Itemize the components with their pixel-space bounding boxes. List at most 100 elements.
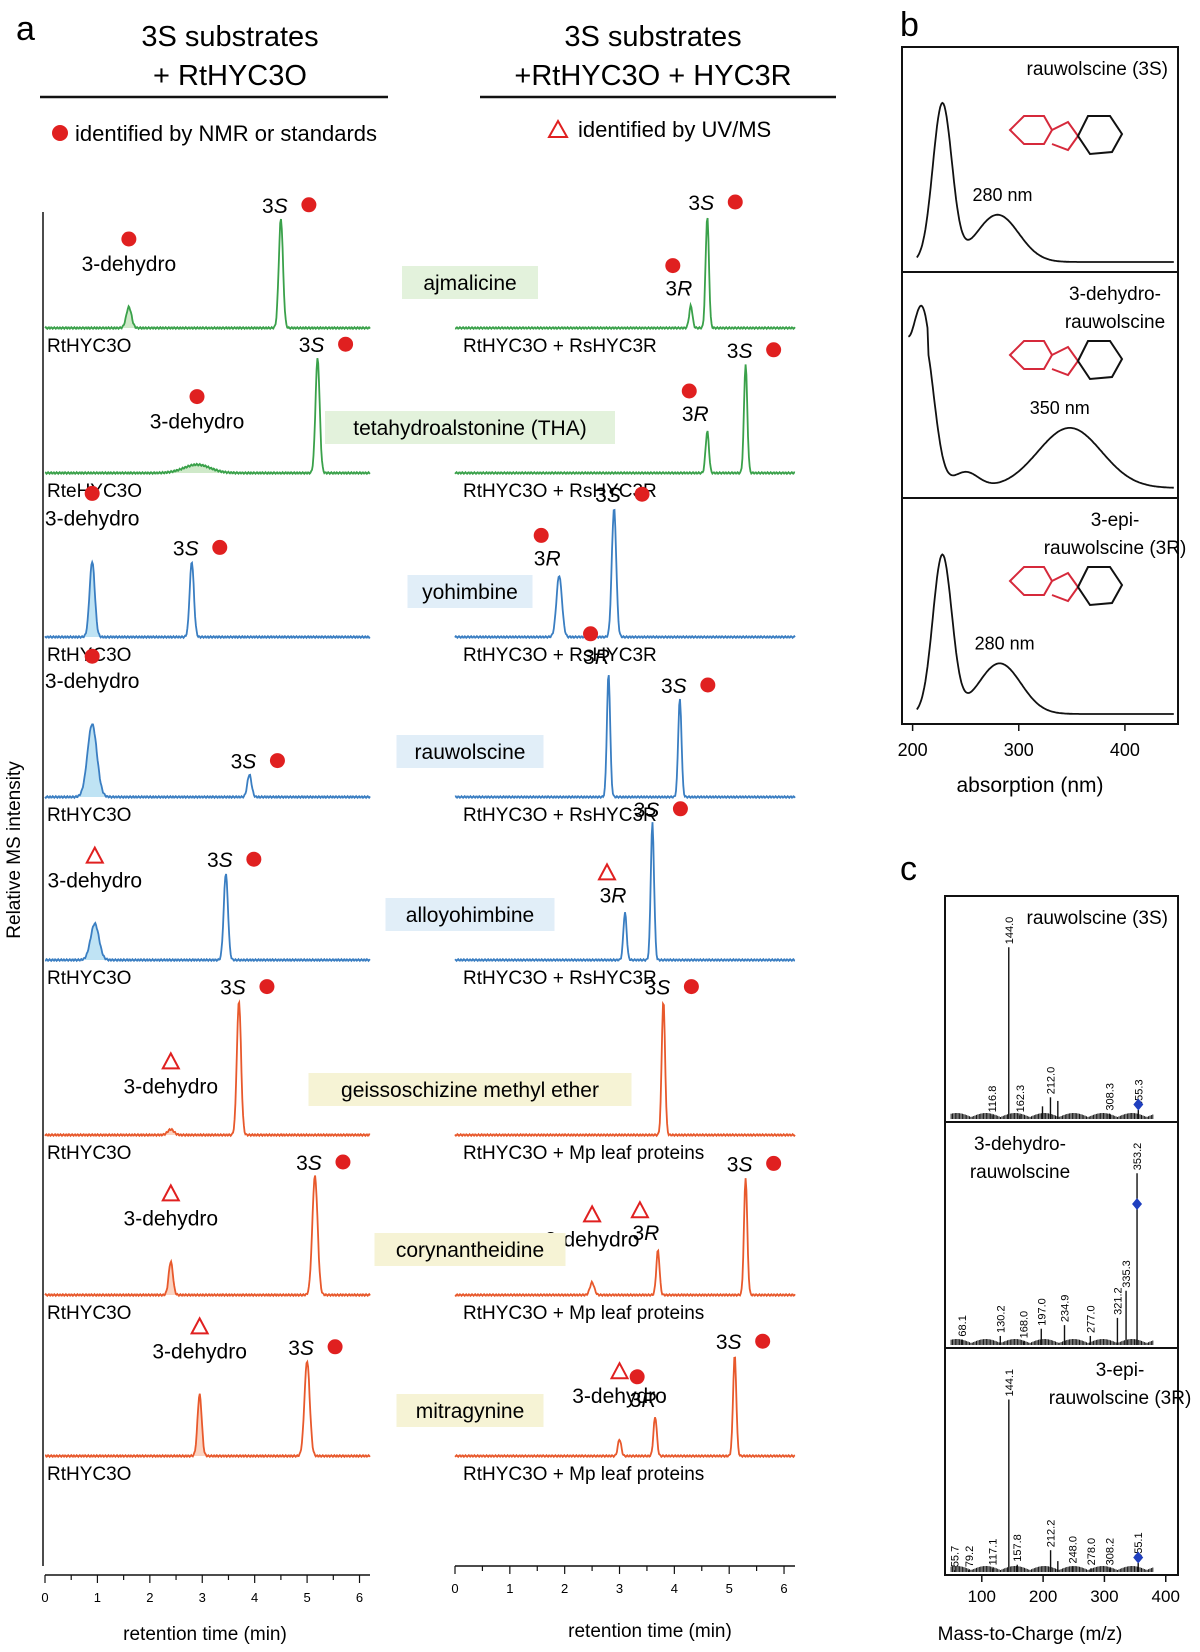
sample-label: RtHYC3O [47, 1464, 131, 1485]
sample-label: RtHYC3O [47, 805, 131, 826]
marker-dot [681, 383, 697, 399]
uv-spectrum: 3-epi-rauwolscine (3R)280 nm [916, 510, 1186, 715]
chromatogram-line [44, 999, 371, 1138]
ms-peak-label: 162.3 [1015, 1085, 1027, 1113]
x-tick-label: 300 [1004, 740, 1034, 760]
marker-dot [301, 197, 317, 213]
marker-dot [583, 626, 599, 642]
piperidine-ring-icon [1076, 115, 1124, 156]
x-tick-label: 6 [356, 1590, 363, 1605]
precursor-diamond-icon [1132, 1197, 1143, 1210]
substrate-name: rauwolscine [415, 741, 526, 764]
peak-label: 3R [682, 403, 709, 426]
substrate-name: yohimbine [422, 581, 518, 604]
peak-label: 3-dehydro [545, 1228, 640, 1251]
chromatogram-line [454, 217, 796, 331]
ms-peak-label: 117.1 [987, 1539, 999, 1566]
ms-peak-label: 335.3 [1121, 1260, 1133, 1288]
ms-peak-label: 130.2 [995, 1305, 1007, 1333]
x-tick-label: 5 [726, 1581, 733, 1596]
x-tick-label: 2 [146, 1590, 153, 1605]
substrate-name: ajmalicine [423, 272, 516, 295]
peak-label: 3R [600, 884, 627, 907]
benzene-ring-icon [1008, 115, 1054, 145]
chromatogram-line [44, 1175, 371, 1298]
panel-b-x-label: absorption (nm) [956, 774, 1103, 797]
ms-peak-label: 355.3 [1133, 1079, 1145, 1107]
ms-spectrum-name: rauwolscine [970, 1162, 1070, 1183]
marker-dot [766, 342, 782, 358]
x-tick-label: 5 [303, 1590, 310, 1605]
substrate-name: mitragynine [416, 1400, 525, 1423]
sample-label: RtHYC3O [47, 336, 131, 357]
ms-peak-label: 234.9 [1060, 1295, 1072, 1323]
panel-a-letter: a [16, 10, 35, 48]
uv-spectrum-line [907, 304, 1174, 489]
ms-peak-label: 248.0 [1068, 1536, 1080, 1564]
uv-spectrum-name: 3-epi- [1091, 510, 1140, 531]
precursor-diamond-icon [1133, 1551, 1144, 1564]
marker-dot [755, 1333, 771, 1349]
marker-triangle [161, 1183, 181, 1202]
peak-label: 3S [727, 340, 753, 363]
x-tick-label: 2 [561, 1581, 568, 1596]
x-tick-label: 300 [1090, 1587, 1118, 1606]
peak-label: 3R [534, 547, 561, 570]
x-tick-label: 3 [199, 1590, 206, 1605]
peak-label: 3S [634, 799, 660, 822]
ms-peak-label: 116.8 [987, 1086, 999, 1113]
peak-label: 3S [220, 977, 246, 1000]
ms-spectrum-name: rauwolscine (3R) [1049, 1388, 1192, 1409]
substrate-label-bg [396, 735, 544, 768]
substrate-label: tetahydroalstonine (THA) [325, 411, 615, 444]
sample-label: RtHYC3O + RsHYC3R [463, 805, 657, 826]
piperidine-ring-icon [1076, 340, 1124, 381]
peak-label: 3S [727, 1153, 753, 1176]
ms-peak-label: 353.2 [1132, 1143, 1144, 1171]
pyrrole-ring-icon [1051, 120, 1080, 152]
ms-peak-label: 308.2 [1104, 1538, 1116, 1566]
peak-label: 3S [262, 195, 288, 218]
x-tick-label: 0 [41, 1590, 48, 1605]
panel-b-frame [901, 46, 1179, 725]
peak-label: 3R [630, 1389, 657, 1412]
peak-label: 3S [645, 977, 671, 1000]
peak-label: 3R [632, 1222, 659, 1245]
x-tick-label: 0 [451, 1581, 458, 1596]
marker-triangle [582, 1204, 602, 1223]
header-left-line1: 3S substrates [141, 21, 318, 53]
marker-dot [121, 231, 137, 247]
ms-spectrum-name: 3-dehydro- [974, 1134, 1066, 1155]
uv-spectrum-name: rauwolscine (3S) [1027, 59, 1169, 80]
ms-peak-label: 308.3 [1105, 1083, 1117, 1111]
peak-label: 3S [207, 849, 233, 872]
marker-dot [246, 851, 262, 867]
x-tick-label: 3 [616, 1581, 623, 1596]
marker-dot [327, 1339, 343, 1355]
peak-label: 3-dehydro [124, 1075, 219, 1098]
ms-peak-label: 278.0 [1086, 1538, 1098, 1566]
x-tick-label: 1 [94, 1590, 101, 1605]
substrate-label-bg [325, 411, 615, 444]
x-tick-label: 4 [251, 1590, 258, 1605]
piperidine-ring-icon [1076, 566, 1124, 607]
chromatogram-trace: RtHYC3O + RsHYC3R 3R 3S [454, 799, 796, 989]
chromatogram-line [454, 1000, 796, 1138]
chromatogram-line [454, 822, 796, 963]
marker-dot [84, 485, 100, 501]
uv-lambda-label: 280 nm [975, 633, 1035, 653]
uv-spectrum-name: rauwolscine [1065, 312, 1165, 333]
ms-spectrum-name: rauwolscine (3S) [1027, 908, 1169, 929]
ms-peak-label: 144.0 [1004, 917, 1016, 945]
peak-label: 3S [231, 751, 257, 774]
chromatogram-line [454, 1178, 796, 1298]
x-tick-label: 1 [506, 1581, 513, 1596]
